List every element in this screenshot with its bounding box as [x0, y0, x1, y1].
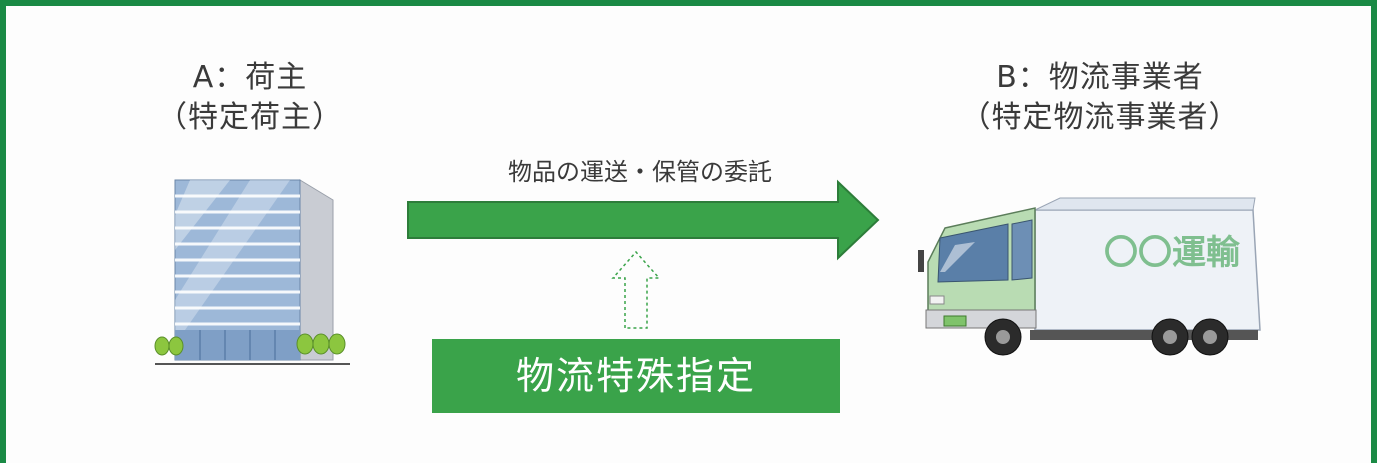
shipper-subtitle: （特定荷主）: [157, 100, 343, 135]
office-building-icon: [154, 179, 350, 365]
truck-company-text: 〇〇運輸: [1104, 233, 1241, 273]
carrier-title: B：物流事業者: [996, 60, 1204, 95]
designation-box: 物流特殊指定: [432, 339, 840, 413]
designation-up-arrow: [611, 250, 661, 329]
truck-icon: 〇〇運輸: [918, 197, 1261, 356]
carrier-subtitle: （特定物流事業者）: [960, 100, 1240, 135]
shipper-label: A：荷主 （特定荷主）: [130, 58, 370, 138]
consignment-arrow: [407, 179, 880, 261]
carrier-label: B：物流事業者 （特定物流事業者）: [930, 58, 1270, 138]
consignment-label: 物品の運送・保管の委託: [508, 158, 772, 186]
shipper-title: A：荷主: [192, 60, 308, 95]
